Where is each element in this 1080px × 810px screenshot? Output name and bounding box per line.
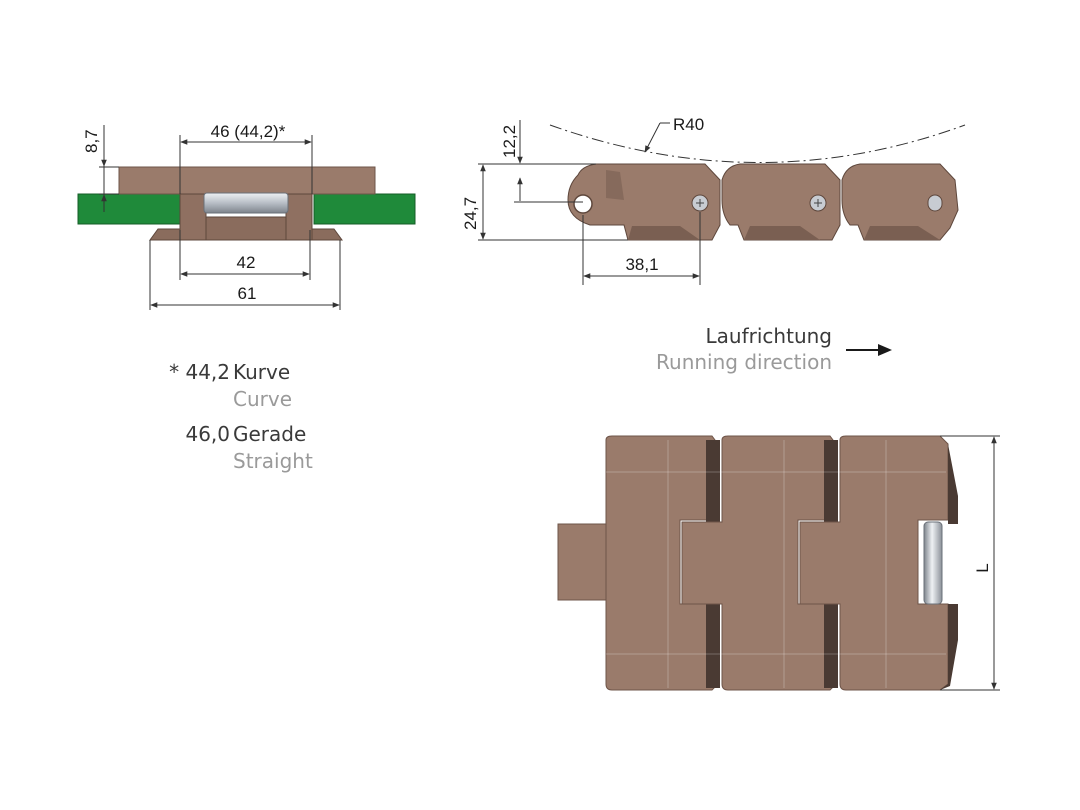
guide-rail-left bbox=[77, 193, 181, 225]
top-link-1 bbox=[605, 435, 719, 691]
dim-side-height: 24,7 bbox=[461, 197, 480, 230]
link-wall-left bbox=[179, 193, 207, 241]
straight-label-de: Gerade bbox=[233, 422, 307, 446]
direction-label-en: Running direction bbox=[656, 350, 832, 374]
dim-front-inner-width: 42 bbox=[237, 253, 256, 272]
hinge-pin bbox=[203, 192, 289, 214]
side-link-2 bbox=[691, 163, 841, 241]
rear-tab bbox=[557, 523, 611, 601]
top-pin-3 bbox=[923, 521, 943, 605]
dim-front-total-width: 61 bbox=[238, 284, 257, 303]
side-link-3 bbox=[809, 163, 959, 241]
arrow-right-icon bbox=[846, 344, 892, 356]
top-view: L bbox=[557, 435, 1000, 691]
dim-side-pitch: 38,1 bbox=[625, 255, 658, 274]
curve-value: * 44,2 bbox=[169, 360, 230, 384]
dim-side-radius: R40 bbox=[673, 115, 704, 134]
link-wall-right bbox=[285, 193, 313, 241]
dim-front-top-width: 46 (44,2)* bbox=[211, 122, 286, 141]
straight-value: 46,0 bbox=[185, 422, 230, 446]
side-view: 12,2 24,7 38,1 R40 bbox=[461, 115, 966, 285]
side-link-1 bbox=[567, 163, 721, 241]
curve-label-en: Curve bbox=[233, 387, 293, 411]
dim-side-offset: 12,2 bbox=[500, 125, 519, 158]
curve-label-de: Kurve bbox=[233, 360, 291, 384]
direction-label-de: Laufrichtung bbox=[705, 324, 832, 348]
curve-radius-line bbox=[549, 124, 966, 163]
dim-front-height: 8,7 bbox=[82, 129, 101, 153]
top-plate bbox=[118, 166, 376, 195]
front-view: 8,7 46 (44,2)* 42 61 bbox=[77, 122, 416, 310]
dim-top-length: L bbox=[973, 563, 992, 572]
guide-rail-right bbox=[313, 193, 416, 225]
straight-label-en: Straight bbox=[233, 449, 313, 473]
